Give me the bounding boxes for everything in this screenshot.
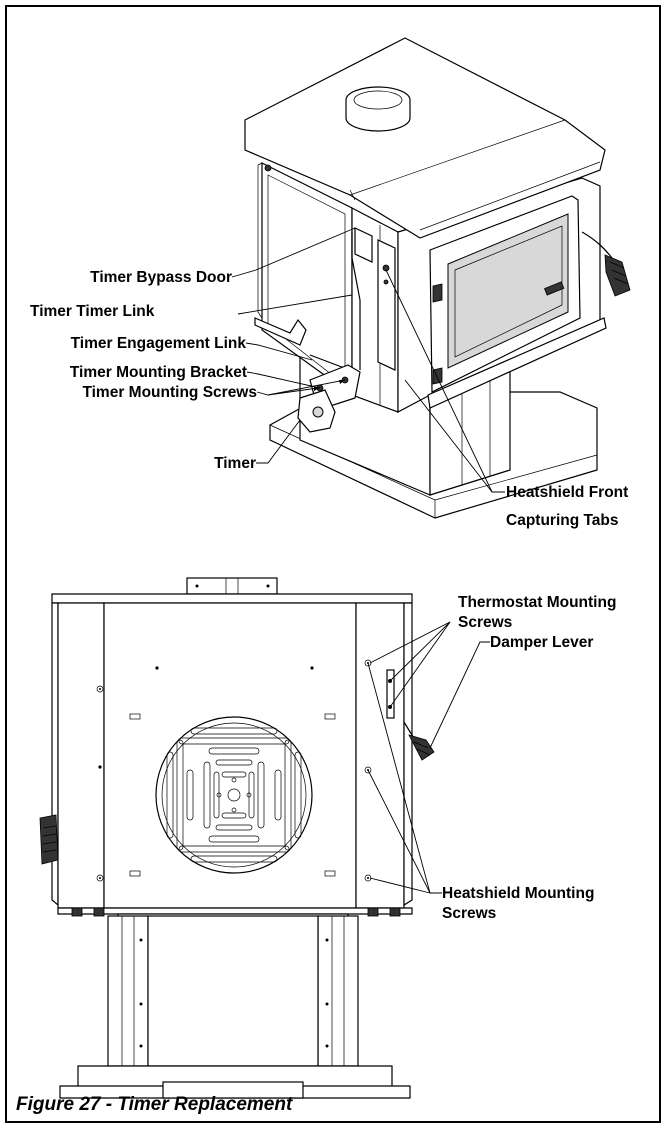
label-heatshield-front-line2: Capturing Tabs (506, 512, 619, 529)
label-damper-lever: Damper Lever (490, 634, 593, 651)
label-timer-engagement-link: Timer Engagement Link (71, 335, 247, 352)
bottom-leader-lines (367, 621, 490, 894)
label-heatshield-mounting-line1: Heatshield Mounting (442, 885, 594, 902)
label-timer-mounting-bracket: Timer Mounting Bracket (70, 364, 247, 381)
figure-caption: Figure 27 - Timer Replacement (16, 1094, 293, 1115)
label-timer-timer-link: Timer Timer Link (30, 303, 155, 320)
label-thermostat-line2: Screws (458, 614, 512, 631)
top-leader-lines (231, 227, 505, 493)
label-timer: Timer (214, 455, 256, 472)
stove-isometric-drawing (244, 37, 631, 519)
stove-side-view-drawing (39, 577, 435, 1099)
label-heatshield-front-line1: Heatshield Front (506, 484, 628, 501)
top-labels: Timer Bypass Door Timer Timer Link Timer… (30, 269, 628, 529)
label-timer-mounting-screws: Timer Mounting Screws (82, 384, 257, 401)
bottom-labels: Thermostat Mounting Screws Damper Lever … (442, 594, 616, 922)
label-timer-bypass-door: Timer Bypass Door (90, 269, 232, 286)
label-thermostat-line1: Thermostat Mounting (458, 594, 616, 611)
label-heatshield-mounting-line2: Screws (442, 905, 496, 922)
